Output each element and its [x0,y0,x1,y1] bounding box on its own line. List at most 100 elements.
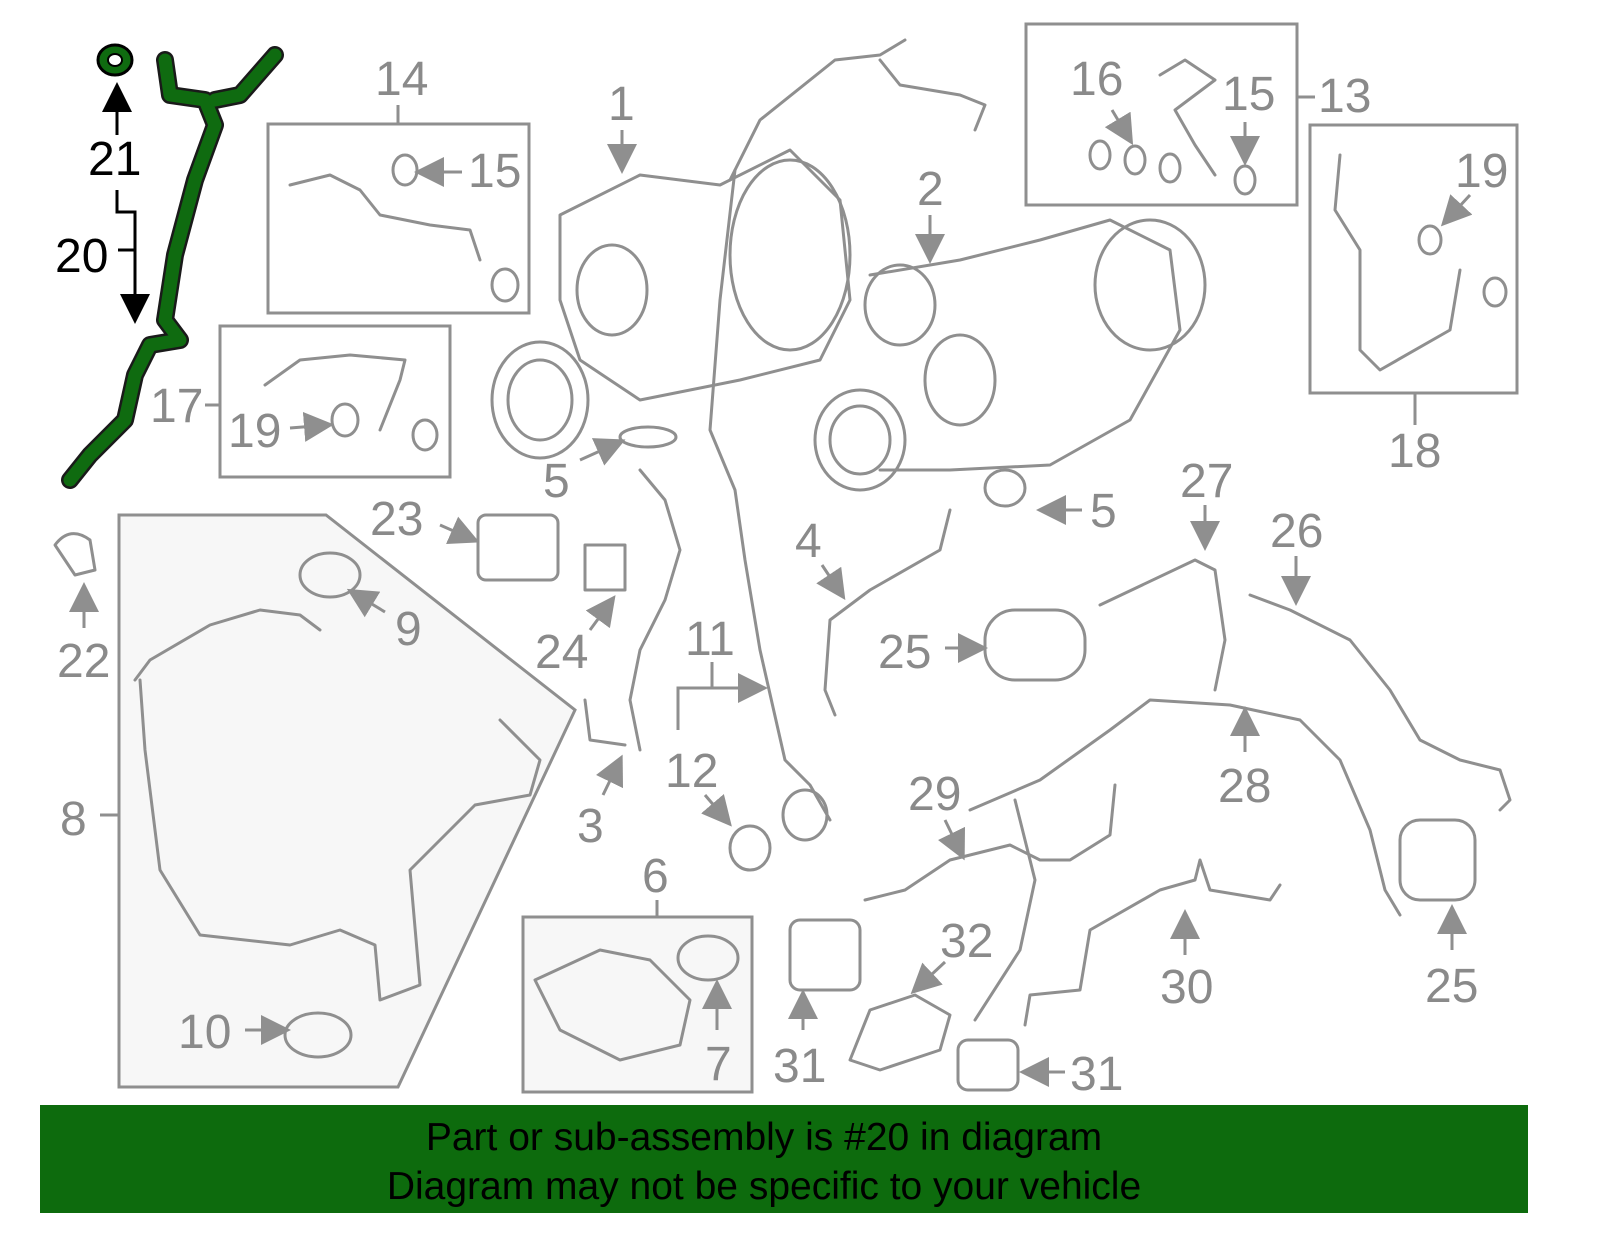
callout-3: 3 [577,800,604,853]
box-17 [218,324,452,479]
gasket-5a[interactable] [618,425,678,449]
callout-4: 4 [795,515,822,568]
part-3-fitting[interactable] [583,698,627,747]
arrow-19b [289,411,334,442]
callout-10: 10 [178,1006,231,1059]
banner-line-disclaimer: Diagram may not be specific to your vehi… [386,1165,1142,1208]
part-13-pipe[interactable] [1158,58,1217,177]
part-32-bracket[interactable] [848,993,952,1072]
box-13 [1024,22,1299,207]
callout-28: 28 [1218,760,1271,813]
part-11-pipe-upper[interactable] [728,38,907,182]
arrow-16 [1104,109,1134,146]
part-29-hose[interactable] [863,783,1117,902]
seal-12[interactable] [728,824,772,872]
callout-1: 1 [608,78,635,131]
callout-19: 19 [228,405,281,458]
part-30-hose[interactable] [1023,858,1282,1027]
part-25b-canister[interactable] [1398,818,1477,902]
arrow-3 [596,754,624,796]
part-8-line-upper[interactable] [133,608,322,682]
part-24-bracket[interactable] [583,543,627,592]
part-4-pipe[interactable] [823,508,952,717]
seal-17[interactable] [411,418,439,452]
callout-5: 5 [543,455,570,508]
part-27-sensor[interactable] [1098,558,1227,692]
callout-32: 32 [940,915,993,968]
seal-19b[interactable] [330,402,360,438]
callout-18: 18 [1388,425,1441,478]
arrow-23 [439,516,480,545]
arrow-12 [701,794,732,827]
callout-15: 15 [1222,68,1275,121]
callout-9: 9 [395,603,422,656]
box-8 [117,513,577,1089]
arrow-19a [1440,193,1473,227]
part-22-clamp[interactable] [53,532,97,577]
arrow-20 [115,190,150,324]
callout-7: 7 [705,1038,732,1091]
part-3-pipe[interactable] [628,468,682,752]
part-26-hose[interactable] [1248,593,1512,812]
callout-2: 2 [917,163,944,216]
part-31b-valve[interactable] [956,1038,1020,1092]
callout-5: 5 [1090,485,1117,538]
part-1-hose[interactable] [878,58,987,132]
seal-16b[interactable] [1123,144,1147,176]
callout-13: 13 [1318,70,1371,123]
callout-21: 21 [88,133,141,186]
part-14-pipe[interactable] [288,173,482,262]
info-banner: Part or sub-assembly is #20 in diagram D… [40,1105,1528,1213]
seal-18[interactable] [1482,276,1508,308]
callout-29: 29 [908,768,961,821]
seal-9[interactable] [298,551,362,599]
callout-19: 19 [1455,145,1508,198]
callout-6: 6 [642,850,669,903]
gasket-5b[interactable] [983,468,1027,508]
callout-25: 25 [1425,960,1478,1013]
part-31-valve[interactable] [788,918,862,992]
arrow-11 [676,662,762,730]
callout-12: 12 [665,745,718,798]
seal-19a[interactable] [1417,224,1443,256]
part-2-turbocharger[interactable] [813,218,1207,492]
callout-26: 26 [1270,505,1323,558]
arrow-4 [816,564,846,600]
callout-24: 24 [535,626,588,679]
part-29-hose-branch[interactable] [973,798,1037,1022]
part-18-pipe[interactable] [1333,153,1462,372]
part-25-canister[interactable] [983,608,1087,682]
seal-16c[interactable] [1158,152,1182,184]
part-17-pipe[interactable] [263,353,407,432]
part-21-seal-hole [107,53,123,67]
arrow-29 [938,819,966,861]
part-23-valve[interactable] [476,513,560,582]
seal-15a[interactable] [391,153,419,187]
seal-14[interactable] [490,267,520,303]
callout-8: 8 [60,793,87,846]
banner-line-part: Part or sub-assembly is #20 in diagram [425,1116,1103,1159]
part-6-oil-cooler[interactable] [533,948,692,1062]
part-20-hose[interactable] [61,46,284,489]
callout-17: 17 [150,380,203,433]
callout-22: 22 [57,635,110,688]
seal-16a[interactable] [1088,139,1112,171]
arrow-32 [910,960,947,995]
part-1-turbocharger[interactable] [490,148,852,460]
callout-14: 14 [375,53,428,106]
callout-25: 25 [878,626,931,679]
callout-20: 20 [55,230,108,283]
part-28-hose[interactable] [968,698,1402,917]
arrow-24 [585,595,616,631]
part-11-pipe[interactable] [708,168,832,822]
callout-31: 31 [773,1040,826,1093]
part-11-fitting [781,788,829,842]
seal-15b[interactable] [1233,164,1257,196]
callout-30: 30 [1160,961,1213,1014]
callout-16: 16 [1070,53,1123,106]
callout-11: 11 [685,613,735,666]
part-8-line[interactable] [138,678,542,1002]
arrow-5a [579,438,626,466]
callout-27: 27 [1180,455,1233,508]
